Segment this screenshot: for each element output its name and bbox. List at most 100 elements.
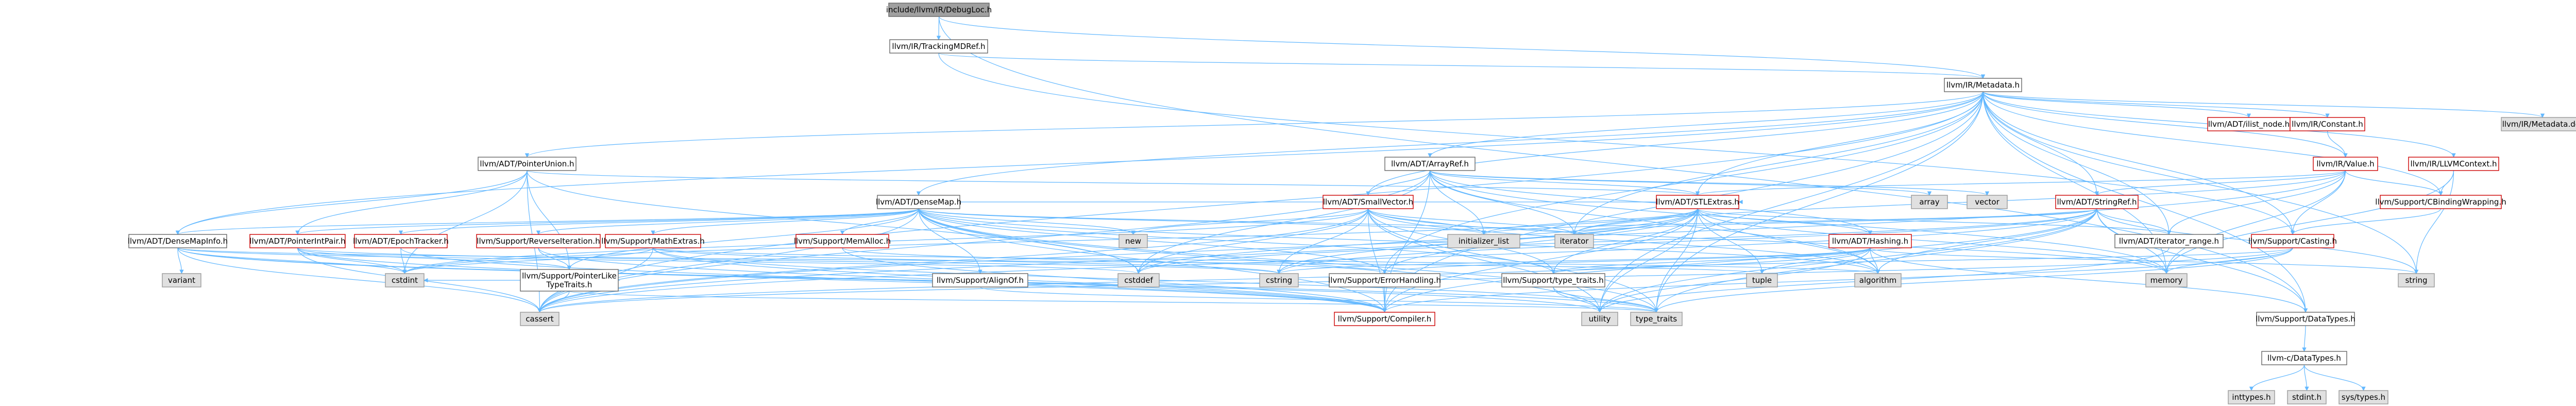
- node-box-smallvec: [1323, 195, 1414, 209]
- node-box-cbw: [2380, 195, 2502, 209]
- node-irvalue[interactable]: llvm/IR/Value.h: [2313, 157, 2378, 171]
- node-mathextras[interactable]: llvm/Support/MathExtras.h: [601, 234, 705, 248]
- node-box-cstring: [1259, 273, 1299, 287]
- node-arrayref[interactable]: llvm/ADT/ArrayRef.h: [1384, 157, 1476, 171]
- node-ptrintpair[interactable]: llvm/ADT/PointerIntPair.h: [249, 234, 346, 248]
- node-cdatatypes[interactable]: llvm-c/DataTypes.h: [2261, 351, 2347, 365]
- edge-metadata-to-smallvec: [1366, 91, 1984, 196]
- node-box-memory: [2145, 273, 2188, 287]
- node-compiler[interactable]: llvm/Support/Compiler.h: [1334, 312, 1435, 326]
- node-box-compiler: [1334, 312, 1435, 326]
- edge-hashing-to-cstring: [1277, 247, 1871, 274]
- node-ptrunion[interactable]: llvm/ADT/PointerUnion.h: [478, 157, 577, 171]
- edge-arrayref-to-smallvec: [1366, 170, 1431, 196]
- edge-arrayref-to-hashing: [1429, 170, 1873, 235]
- edge-ptrliketypetraits-to-cassert: [537, 291, 570, 313]
- node-errhandling[interactable]: llvm/Support/ErrorHandling.h: [1328, 273, 1441, 287]
- edge-metadata-to-type_traits: [1654, 91, 1984, 313]
- node-stlextras[interactable]: llvm/ADT/STLExtras.h: [1656, 195, 1739, 209]
- node-label-type_traits: type_traits: [1636, 314, 1677, 324]
- node-root: include/llvm/IR/DebugLoc.h: [886, 3, 992, 17]
- node-epochtracker[interactable]: llvm/ADT/EpochTracker.h: [353, 234, 449, 248]
- node-label-ptrintpair: llvm/ADT/PointerIntPair.h: [249, 236, 345, 246]
- node-llvmctx[interactable]: llvm/IR/LLVMContext.h: [2408, 157, 2499, 171]
- node-tdmdref[interactable]: llvm/IR/TrackingMDRef.h: [889, 39, 988, 54]
- edge-metadata-to-string: [1982, 91, 2419, 274]
- node-iterator: iterator: [1554, 234, 1594, 248]
- node-metadef: llvm/IR/Metadata.def: [2501, 117, 2576, 131]
- node-label-metadef: llvm/IR/Metadata.def: [2502, 120, 2576, 129]
- edge-metadata-to-iterrange: [1982, 91, 2172, 235]
- node-cassert: cassert: [520, 312, 560, 326]
- node-iterrange[interactable]: llvm/ADT/iterator_range.h: [2114, 234, 2224, 248]
- edge-metadata-to-densemapinfo: [175, 91, 1984, 235]
- node-stringref[interactable]: llvm/ADT/StringRef.h: [2055, 195, 2139, 209]
- node-alignof[interactable]: llvm/Support/AlignOf.h: [932, 273, 1028, 287]
- node-densemapinfo[interactable]: llvm/ADT/DenseMapInfo.h: [128, 234, 228, 248]
- edge-stlextras-to-errhandling: [1382, 208, 1698, 274]
- node-box-stlextras: [1656, 195, 1739, 209]
- node-label-densemap: llvm/ADT/DenseMap.h: [876, 197, 961, 207]
- node-box-string: [2398, 273, 2435, 287]
- node-label-cbw: llvm/Support/CBindingWrapping.h: [2375, 197, 2506, 207]
- node-box-metadef: [2501, 117, 2576, 131]
- node-memory: memory: [2145, 273, 2188, 287]
- node-label-vector: vector: [1975, 197, 1999, 207]
- node-smallvec[interactable]: llvm/ADT/SmallVector.h: [1323, 195, 1414, 209]
- edge-smallvec-to-cstring: [1277, 208, 1369, 274]
- node-cbw[interactable]: llvm/Support/CBindingWrapping.h: [2375, 195, 2506, 209]
- node-box-casting: [2251, 234, 2334, 248]
- edge-densemapinfo-to-variant: [177, 247, 184, 274]
- edge-hashing-to-utility: [1597, 247, 1871, 313]
- node-irconstant[interactable]: llvm/IR/Constant.h: [2290, 117, 2365, 131]
- edge-mathextras-to-cstring: [652, 247, 1281, 274]
- edge-memalloc-to-compiler: [842, 247, 1387, 313]
- node-typetraits_h[interactable]: llvm/Support/type_traits.h: [1501, 273, 1605, 287]
- node-label-memory: memory: [2150, 276, 2183, 285]
- edge-metadata-to-arrayref: [1428, 91, 1984, 158]
- node-label-irvalue: llvm/IR/Value.h: [2316, 159, 2374, 168]
- edge-smallvec-to-type_traits: [1367, 208, 1659, 313]
- node-label-irconstant: llvm/IR/Constant.h: [2292, 120, 2363, 129]
- edge-stlextras-to-initlist: [1481, 208, 1698, 235]
- node-box-datatypes: [2256, 312, 2355, 326]
- node-densemap[interactable]: llvm/ADT/DenseMap.h: [876, 195, 961, 209]
- node-datatypes[interactable]: llvm/Support/DataTypes.h: [2256, 312, 2355, 326]
- node-label-metadata: llvm/IR/Metadata.h: [1946, 80, 2020, 90]
- edge-metadata-to-metadef: [1982, 91, 2545, 118]
- node-label-inttypes: inttypes.h: [2232, 393, 2270, 402]
- node-box-root: [888, 3, 990, 17]
- node-label-ptrunion: llvm/ADT/PointerUnion.h: [480, 159, 574, 168]
- edge-typetraits_h-to-utility: [1553, 286, 1602, 313]
- node-ilistnode[interactable]: llvm/ADT/ilist_node.h: [2207, 117, 2291, 131]
- node-box-array: [1911, 195, 1948, 209]
- node-hashing[interactable]: llvm/ADT/Hashing.h: [1828, 234, 1912, 248]
- edge-stlextras-to-utility: [1597, 208, 1698, 313]
- edge-stringref-to-cassert: [537, 208, 2097, 313]
- edge-smallvec-to-iterator: [1367, 208, 1577, 235]
- edge-densemap-to-errhandling: [918, 208, 1387, 274]
- node-memalloc[interactable]: llvm/Support/MemAlloc.h: [794, 234, 891, 248]
- edge-casting-to-compiler: [1382, 247, 2293, 313]
- node-utility: utility: [1581, 312, 1618, 326]
- edge-stringref-to-cstring: [1277, 208, 2097, 274]
- node-label-utility: utility: [1589, 314, 1611, 324]
- node-box-ptrliketypetraits: [520, 269, 619, 292]
- node-casting[interactable]: llvm/Support/Casting.h: [2248, 234, 2337, 248]
- node-label-iterrange: llvm/ADT/iterator_range.h: [2119, 236, 2219, 246]
- node-metadata[interactable]: llvm/IR/Metadata.h: [1944, 78, 2022, 92]
- node-label-smallvec: llvm/ADT/SmallVector.h: [1323, 197, 1413, 207]
- node-box-errhandling: [1329, 273, 1440, 287]
- node-reviter[interactable]: llvm/Support/ReverseIteration.h: [476, 234, 601, 248]
- edge-hashing-to-typetraits_h: [1551, 247, 1871, 274]
- node-label-cstring: cstring: [1266, 276, 1292, 285]
- edge-irvalue-to-iterrange: [2166, 170, 2346, 235]
- node-label-initlist: initializer_list: [1459, 236, 1509, 246]
- node-label-stringref: llvm/ADT/StringRef.h: [2057, 197, 2137, 207]
- node-systypes: sys/types.h: [2338, 390, 2388, 404]
- node-array: array: [1911, 195, 1948, 209]
- node-label-epochtracker: llvm/ADT/EpochTracker.h: [353, 236, 449, 246]
- edge-hashing-to-datatypes: [1870, 247, 2308, 313]
- file-nodes: include/llvm/IR/DebugLoc.h llvm/IR/Tracki…: [128, 3, 2576, 404]
